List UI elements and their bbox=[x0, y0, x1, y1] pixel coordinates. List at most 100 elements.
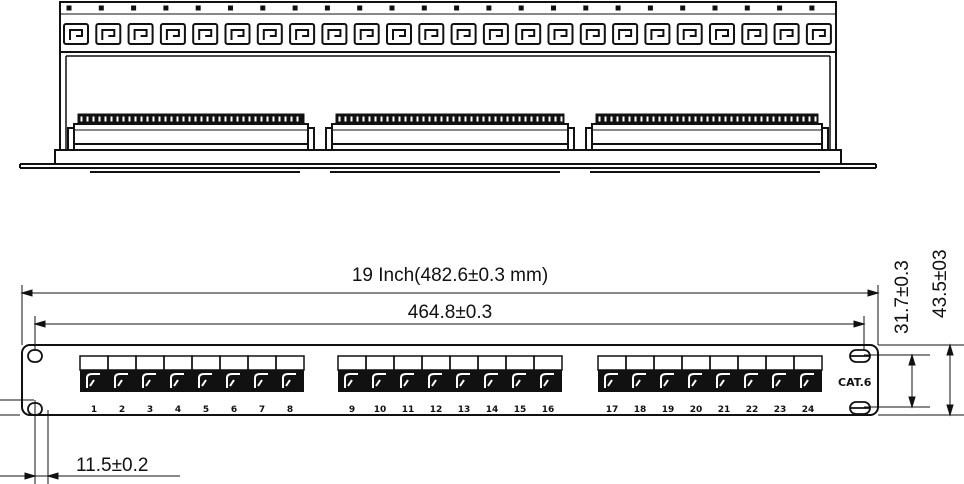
top-port-icon bbox=[515, 23, 542, 45]
dimension-lines bbox=[0, 285, 964, 484]
top-port-icon bbox=[321, 23, 348, 45]
rj45-port-group bbox=[79, 355, 305, 392]
rj45-port bbox=[653, 355, 683, 392]
top-port-icon bbox=[289, 23, 316, 45]
top-tick-mark bbox=[809, 5, 815, 11]
top-tick-mark bbox=[98, 5, 104, 11]
rj45-port-group bbox=[597, 355, 823, 392]
front-port-groups bbox=[79, 355, 823, 392]
top-port-icon bbox=[386, 23, 412, 45]
top-tick-mark bbox=[131, 5, 137, 11]
rj45-port bbox=[765, 355, 795, 392]
port-number: 15 bbox=[514, 405, 527, 415]
port-number: 23 bbox=[774, 405, 787, 415]
top-tick-mark bbox=[486, 5, 492, 11]
rj45-port bbox=[275, 355, 305, 392]
port-number: 9 bbox=[349, 405, 355, 415]
rj45-port bbox=[365, 355, 395, 392]
top-port-icon bbox=[612, 23, 639, 45]
port-number: 22 bbox=[746, 405, 759, 415]
top-tick-mark bbox=[421, 5, 427, 11]
port-number: 20 bbox=[690, 405, 703, 415]
top-tick-mark bbox=[712, 5, 718, 11]
top-view-port-icons bbox=[63, 23, 832, 45]
rj45-port bbox=[681, 355, 711, 392]
top-port-icon bbox=[127, 23, 154, 45]
top-tick-mark bbox=[680, 5, 686, 11]
top-port-icon bbox=[418, 23, 445, 45]
top-tick-mark bbox=[647, 5, 653, 11]
port-number: 2 bbox=[119, 405, 125, 415]
top-view-front-strip bbox=[59, 1, 837, 53]
top-port-icon bbox=[547, 23, 574, 45]
top-tick-mark bbox=[357, 5, 363, 11]
rj45-port bbox=[337, 355, 367, 392]
punch-down-block bbox=[585, 113, 829, 151]
rj45-port bbox=[79, 355, 109, 392]
top-port-icon bbox=[95, 23, 122, 45]
rj45-port bbox=[533, 355, 563, 392]
top-view-base bbox=[54, 149, 842, 165]
top-view-tick-labels bbox=[66, 5, 815, 11]
top-port-icon bbox=[805, 23, 832, 45]
total-height-label: 43.5±03 bbox=[930, 249, 951, 318]
port-number: 21 bbox=[718, 405, 731, 415]
rj45-port bbox=[421, 355, 451, 392]
top-port-icon bbox=[256, 23, 283, 45]
top-tick-mark bbox=[195, 5, 201, 11]
panel-category-label: CAT.6 bbox=[838, 376, 872, 389]
front-panel-outline bbox=[21, 344, 879, 416]
rj45-port bbox=[449, 355, 479, 392]
port-number: 4 bbox=[175, 405, 181, 415]
rj45-port bbox=[247, 355, 277, 392]
rj45-port bbox=[393, 355, 423, 392]
top-view bbox=[19, 1, 877, 173]
punch-down-block bbox=[67, 113, 315, 151]
rj45-port bbox=[191, 355, 221, 392]
rj45-port bbox=[625, 355, 655, 392]
port-number: 14 bbox=[486, 405, 499, 415]
mount-hole-icon bbox=[27, 349, 43, 363]
top-tick-mark bbox=[163, 5, 169, 11]
port-number: 18 bbox=[634, 405, 647, 415]
top-port-icon bbox=[353, 23, 380, 45]
port-number: 8 bbox=[287, 405, 293, 415]
top-port-icon bbox=[63, 23, 89, 45]
overall-width-label: 19 Inch(482.6±0.3 mm) bbox=[352, 265, 548, 286]
top-tick-mark bbox=[583, 5, 589, 11]
rj45-port bbox=[477, 355, 507, 392]
top-port-icon bbox=[192, 23, 219, 45]
port-number: 6 bbox=[231, 405, 237, 415]
top-tick-mark bbox=[454, 5, 460, 11]
top-tick-mark bbox=[228, 5, 233, 11]
port-number: 16 bbox=[542, 405, 555, 415]
top-port-icon bbox=[450, 23, 477, 45]
port-number: 1 bbox=[91, 405, 97, 415]
hole-inset-label: 11.5±0.2 bbox=[76, 455, 148, 476]
port-number: 24 bbox=[802, 405, 815, 415]
port-number: 10 bbox=[374, 405, 387, 415]
port-number: 13 bbox=[458, 405, 471, 415]
top-port-icon bbox=[709, 23, 735, 45]
punch-down-blocks bbox=[67, 113, 829, 151]
top-port-icon bbox=[224, 23, 251, 45]
top-tick-mark bbox=[66, 5, 72, 11]
top-port-icon bbox=[159, 23, 186, 45]
top-tick-mark bbox=[518, 5, 524, 11]
rj45-port bbox=[107, 355, 137, 392]
rj45-port bbox=[505, 355, 535, 392]
rj45-port bbox=[737, 355, 767, 392]
punch-down-block bbox=[325, 113, 575, 151]
port-number: 12 bbox=[430, 405, 443, 415]
top-port-icon bbox=[644, 23, 671, 45]
top-tick-mark bbox=[777, 5, 783, 11]
top-port-icon bbox=[773, 23, 800, 45]
rj45-port bbox=[163, 355, 193, 392]
top-tick-mark bbox=[551, 5, 556, 11]
top-tick-mark bbox=[615, 5, 621, 11]
top-port-icon bbox=[676, 23, 703, 45]
rj45-port-group bbox=[337, 355, 563, 392]
top-tick-mark bbox=[744, 5, 750, 11]
